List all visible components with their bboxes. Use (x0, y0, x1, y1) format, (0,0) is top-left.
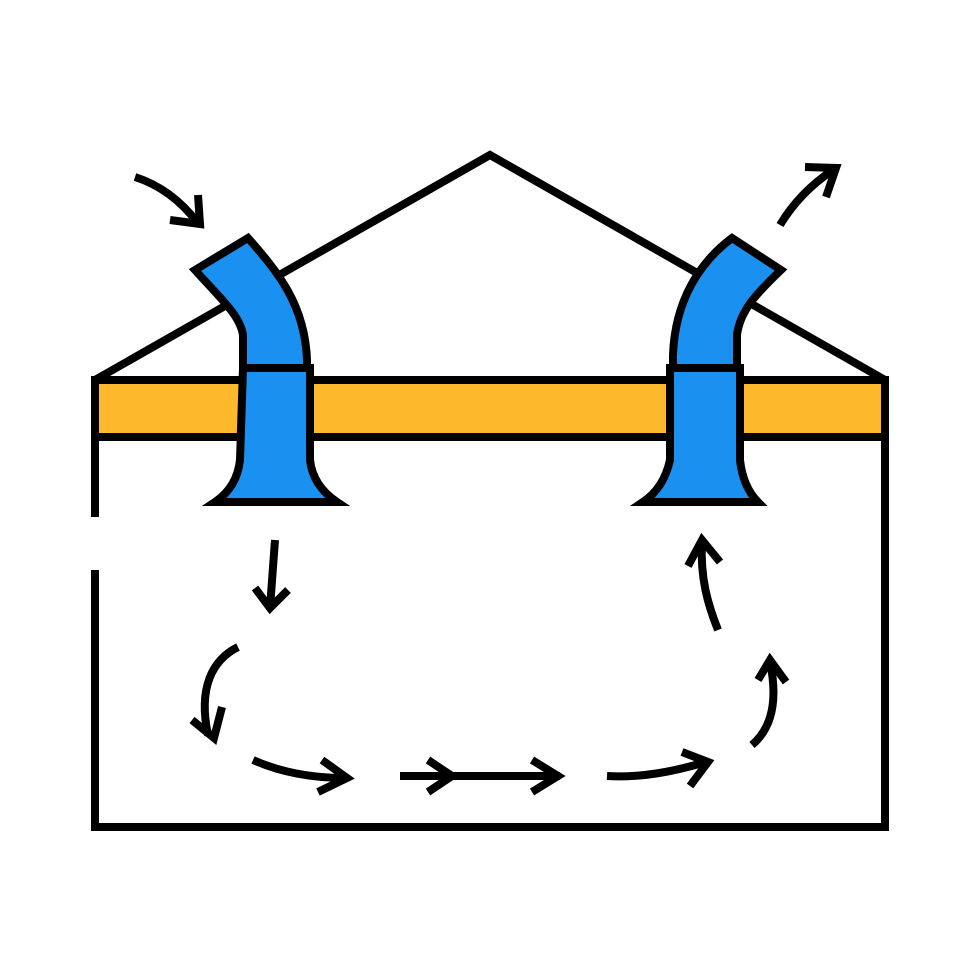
arrow-icon (200, 643, 240, 736)
arrow-icon (606, 758, 708, 781)
arrowhead-icon (251, 585, 291, 615)
arrowhead-icon (189, 706, 226, 746)
arrowhead-icon (316, 756, 355, 796)
arrow-icon (749, 661, 778, 749)
arrowhead-icon (684, 532, 724, 568)
exhaust-duct-icon (629, 233, 788, 506)
intake-duct-icon (188, 232, 351, 506)
arrow-icon (697, 541, 722, 632)
arrow-icon (266, 539, 279, 609)
arrowhead-icon (425, 756, 460, 796)
arrowhead-icon (754, 652, 790, 685)
arrow-icon (776, 166, 836, 228)
house-wall-outline-lower (91, 437, 889, 831)
arrowhead-icon (804, 163, 842, 199)
arrow-icon (133, 173, 201, 225)
arrow-icon (251, 756, 346, 782)
arrowhead-icon (169, 194, 205, 229)
arrowhead-icon (680, 748, 715, 789)
arrowhead-icon (529, 756, 566, 796)
insulation-layer (91, 376, 889, 441)
